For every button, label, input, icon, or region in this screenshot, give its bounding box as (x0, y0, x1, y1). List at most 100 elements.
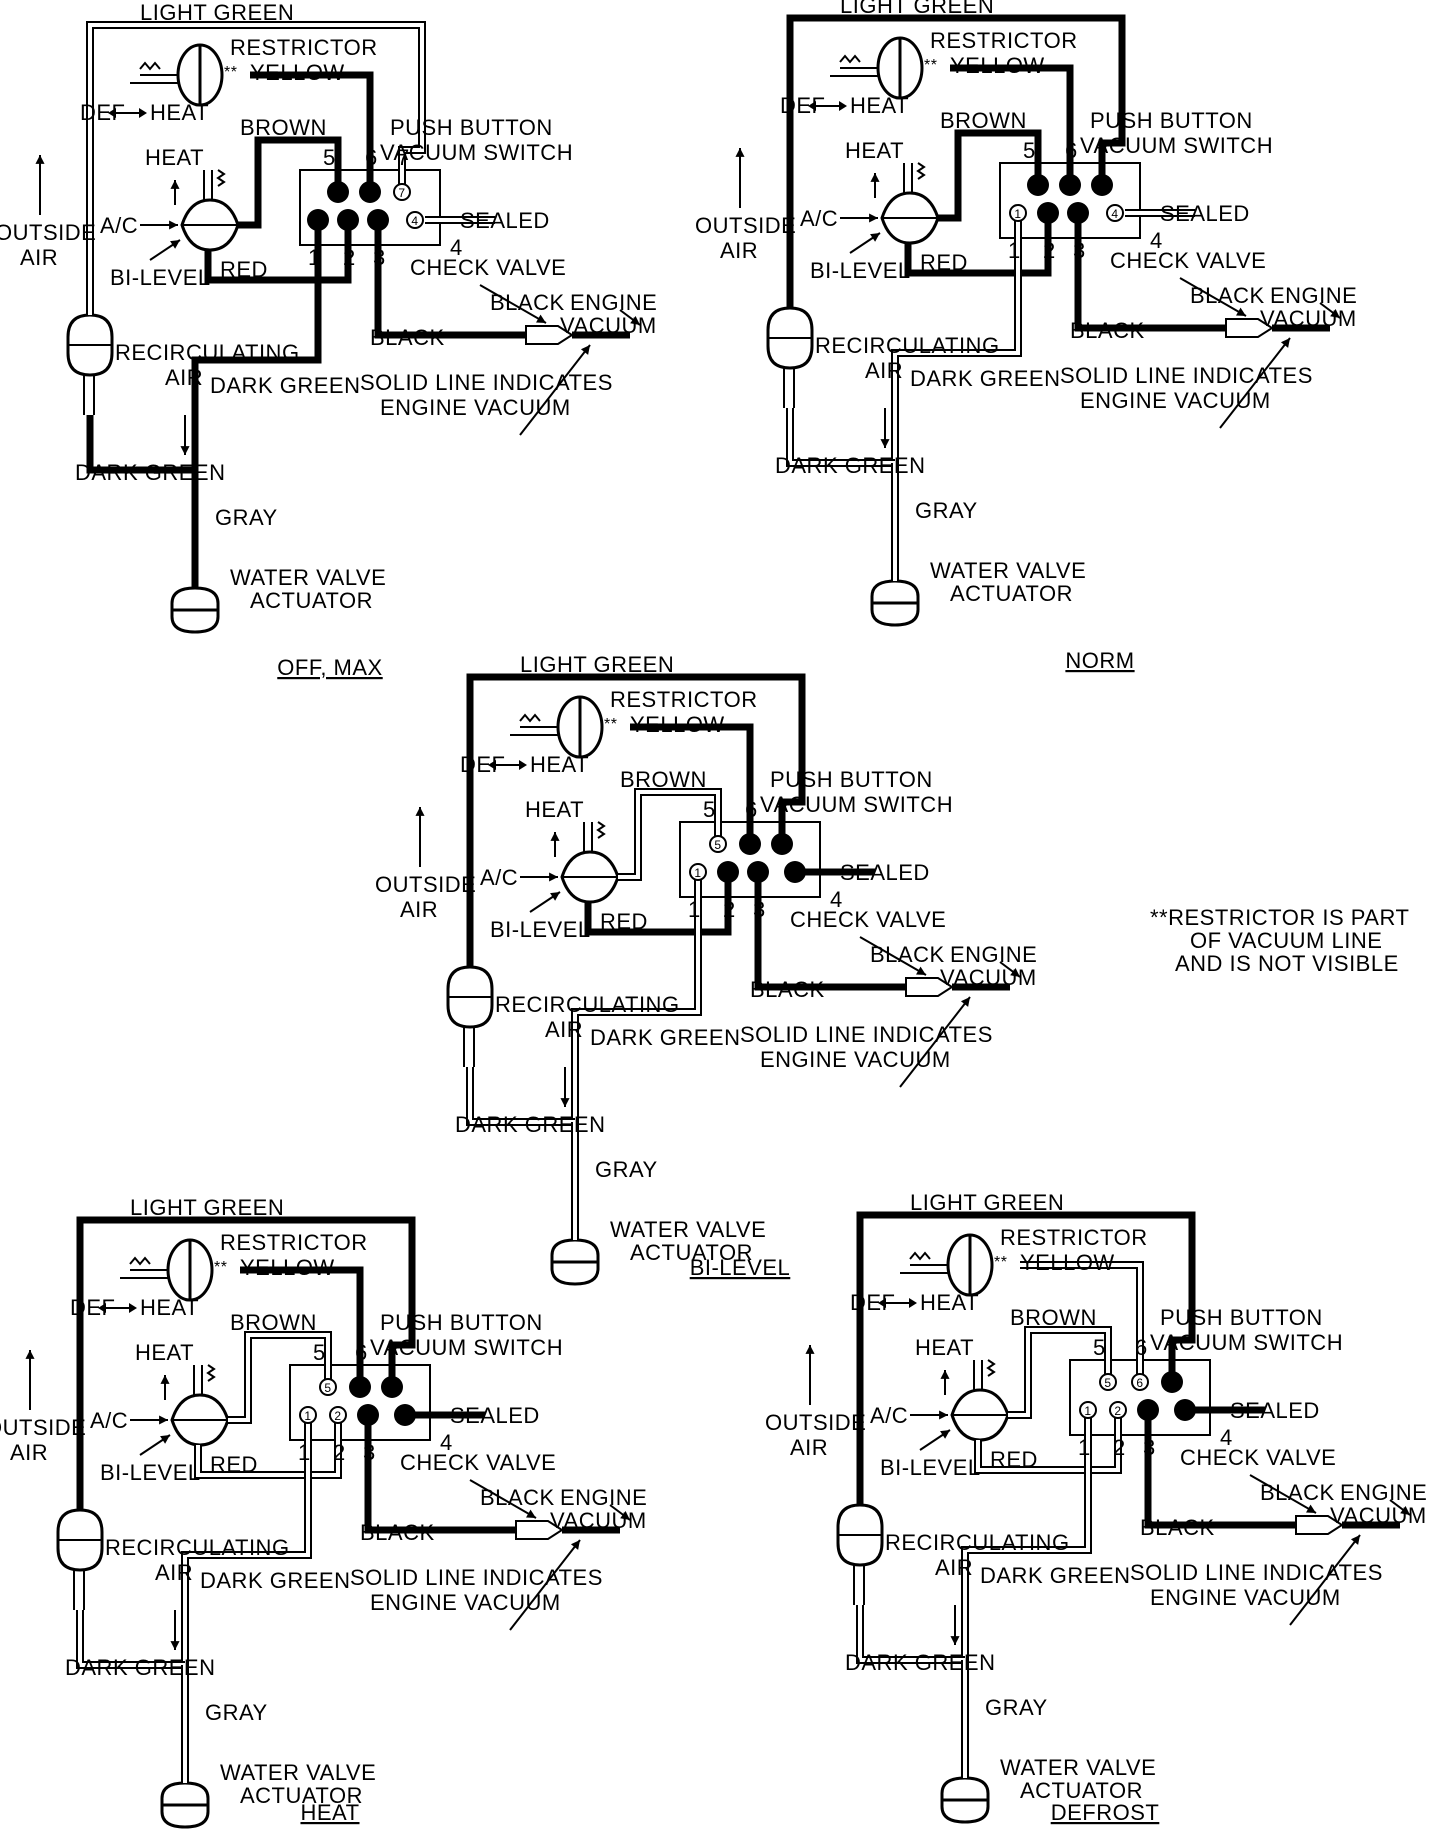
red-line (204, 220, 352, 284)
port-label-2: 2 (1043, 238, 1056, 263)
port-7 (1091, 174, 1113, 196)
label-recirc-air: AIR (935, 1555, 973, 1580)
label-push-button: PUSH BUTTON (380, 1310, 543, 1335)
port-label-3: 3 (363, 1440, 376, 1465)
label-outside-air: AIR (720, 238, 758, 263)
ac-bilevel-actuator (950, 1359, 1010, 1442)
port-label-5: 5 (1093, 1335, 1106, 1360)
port-label-1: 1 (298, 1440, 311, 1465)
port-3 (357, 1404, 379, 1426)
yellow-line (240, 1266, 364, 1387)
label-recirc-air: AIR (155, 1560, 193, 1585)
check-valve (515, 1520, 564, 1540)
solid-line-arrow (899, 996, 971, 1088)
heat-arrow (160, 1375, 170, 1400)
label-solid-line-2: ENGINE VACUUM (1150, 1585, 1341, 1610)
port-4 (784, 861, 806, 883)
ac-arrow (130, 1415, 168, 1425)
label-def-heat: HEAT (850, 93, 909, 118)
check-valve (1295, 1515, 1344, 1535)
label-gray: GRAY (985, 1695, 1048, 1720)
label-dark-green-upper: DARK GREEN (200, 1568, 350, 1593)
port-number: 2 (1114, 1404, 1121, 1418)
label-gray: GRAY (915, 498, 978, 523)
dark-green-line-lower (786, 408, 895, 467)
label-restrictor: RESTRICTOR (930, 28, 1078, 53)
outside-air-arrow (735, 148, 745, 208)
outside-recirc-actuator (66, 313, 114, 415)
label-light-green: LIGHT GREEN (140, 0, 294, 25)
def-heat-actuator: ** (120, 1238, 227, 1302)
label-outside: OUTSIDE (375, 872, 476, 897)
ac-bilevel-actuator (880, 162, 940, 245)
label-yellow: YELLOW (250, 60, 345, 85)
label-restrictor: RESTRICTOR (230, 35, 378, 60)
dark-green-line-upper (891, 213, 1022, 463)
port-1: 1 (1009, 204, 1027, 222)
label-black-lower: BLACK (1140, 1515, 1215, 1540)
label-light-green: LIGHT GREEN (520, 652, 674, 677)
black-line (364, 1415, 516, 1534)
port-number: 5 (324, 1381, 331, 1395)
label-brown: BROWN (940, 108, 1027, 133)
bilevel-arrow (149, 239, 181, 261)
label-recirculating: RECIRCULATING (115, 340, 300, 365)
note-line-1: **RESTRICTOR IS PART (1150, 905, 1409, 930)
label-red: RED (210, 1452, 258, 1477)
label-vacuum-switch: VACUUM SWITCH (760, 792, 953, 817)
yellow-line (950, 64, 1074, 185)
solid-line-arrow (1219, 337, 1291, 429)
label-def: DEF (70, 1295, 116, 1320)
dark-green-line-lower (856, 1605, 965, 1664)
label-black-lower: BLACK (370, 325, 445, 350)
label-outside-air: AIR (10, 1440, 48, 1465)
label-black-upper: BLACK (490, 290, 565, 315)
port-5: 5 (319, 1378, 337, 1396)
label-def-heat: HEAT (140, 1295, 199, 1320)
label-engine: ENGINE (570, 290, 657, 315)
label-check-valve: CHECK VALVE (410, 255, 566, 280)
port-label-4: 4 (440, 1430, 453, 1455)
dark-green-line-lower (466, 1067, 575, 1126)
port-number: 4 (1111, 207, 1118, 221)
port-label-4: 4 (830, 887, 843, 912)
heat-arrow (170, 180, 180, 205)
label-bilevel: BI-LEVEL (110, 265, 211, 290)
label-engine: ENGINE (560, 1485, 647, 1510)
label-engine-vacuum: VACUUM (1260, 306, 1357, 331)
label-push-button: PUSH BUTTON (1090, 108, 1253, 133)
engine-arrow (999, 961, 1021, 978)
def-heat-arrow (488, 760, 527, 770)
port-label-5: 5 (313, 1340, 326, 1365)
port-label-4: 4 (1150, 228, 1163, 253)
port-5 (327, 181, 349, 203)
label-red: RED (220, 257, 268, 282)
bilevel-arrow (919, 1429, 951, 1451)
black-line (374, 220, 526, 339)
label-recirculating: RECIRCULATING (885, 1530, 1070, 1555)
def-heat-actuator: ** (510, 695, 617, 759)
label-bilevel: BI-LEVEL (490, 917, 591, 942)
label-ac: A/C (90, 1408, 128, 1433)
label-engine-vacuum: VACUUM (940, 965, 1037, 990)
label-ac: A/C (870, 1403, 908, 1428)
ac-arrow (140, 220, 178, 230)
restrictor-note: **RESTRICTOR IS PART OF VACUUM LINE AND … (1150, 905, 1409, 976)
def-heat-arrow (108, 108, 147, 118)
ac-arrow (520, 872, 558, 882)
label-vacuum-switch: VACUUM SWITCH (370, 1335, 563, 1360)
red-line (584, 872, 732, 936)
label-dark-green-lower: DARK GREEN (65, 1655, 215, 1680)
port-label-3: 3 (373, 245, 386, 270)
label-solid-line-2: ENGINE VACUUM (760, 1047, 951, 1072)
label-actuator: ACTUATOR (240, 1783, 363, 1808)
label-bilevel: BI-LEVEL (880, 1455, 981, 1480)
engine-arrow (609, 1504, 631, 1521)
label-water-valve: WATER VALVE (230, 565, 386, 590)
port-label-1: 1 (1008, 238, 1021, 263)
port-label-1: 1 (308, 245, 321, 270)
water-valve-actuator (160, 1781, 210, 1829)
label-brown: BROWN (240, 115, 327, 140)
restrictor-mark: ** (994, 1254, 1007, 1271)
